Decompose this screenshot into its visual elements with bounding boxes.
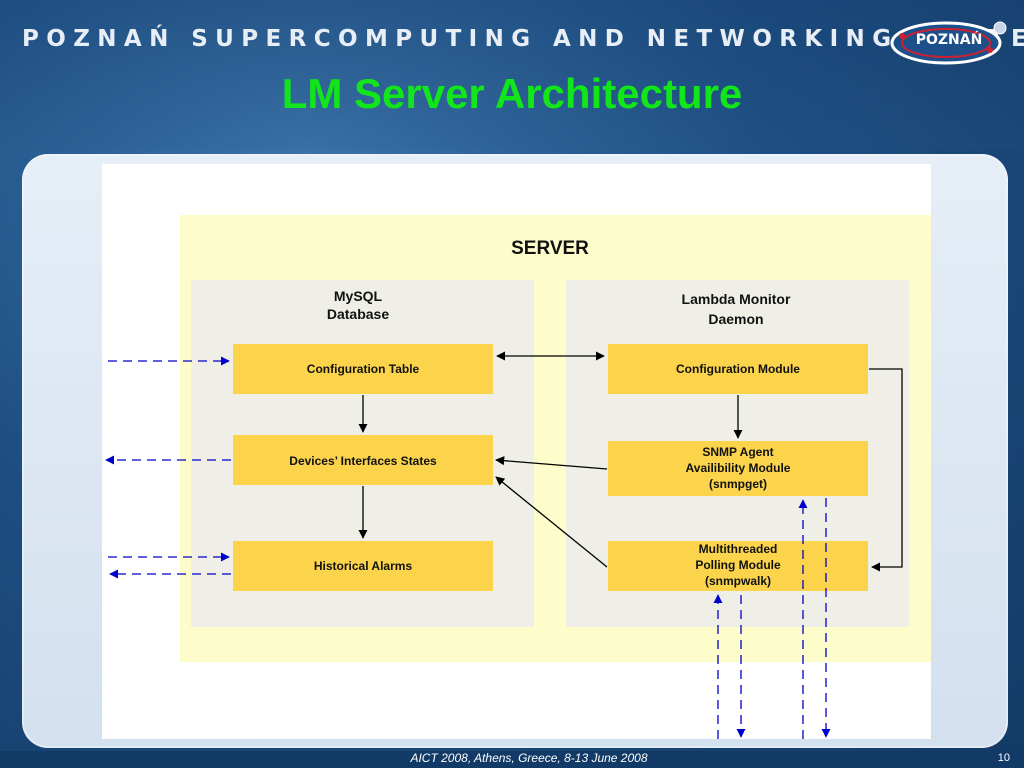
slide-title: LM Server Architecture xyxy=(281,70,743,117)
config-table-label: Configuration Table xyxy=(307,362,420,376)
database-title-line1: MySQL xyxy=(334,288,383,304)
historical-alarms-box xyxy=(233,541,493,591)
polling-module-box xyxy=(608,541,868,591)
arrow-config-module-to-polling xyxy=(869,368,903,572)
footer-bar xyxy=(0,751,1024,768)
config-module-box xyxy=(608,344,868,394)
snmp-agent-line2: Availibility Module xyxy=(686,461,791,475)
config-module-label: Configuration Module xyxy=(676,362,800,376)
polling-module-line2: Polling Module xyxy=(695,558,781,572)
database-title-line2: Database xyxy=(327,306,389,322)
institute-logo: POZNAŃ xyxy=(888,18,1010,68)
historical-alarms-label: Historical Alarms xyxy=(314,559,413,573)
header-band xyxy=(0,0,1024,150)
logo-text: POZNAŃ xyxy=(915,32,983,48)
footer-text: AICT 2008, Athens, Greece, 8-13 June 200… xyxy=(410,751,648,765)
architecture-diagram: SERVER MySQL Database Lambda Monitor Dae… xyxy=(105,215,931,739)
polling-module-line1: Multithreaded xyxy=(699,542,778,556)
arrow-polling-to-states xyxy=(495,476,608,568)
daemon-title-line1: Lambda Monitor xyxy=(682,291,791,307)
interfaces-states-box xyxy=(233,435,493,485)
organization-name: POZNAŃ SUPERCOMPUTING AND NETWORKING CEN… xyxy=(22,26,1024,52)
diagram-canvas: SERVER MySQL Database Lambda Monitor Dae… xyxy=(102,164,931,739)
config-table-box xyxy=(233,344,493,394)
snmp-agent-line1: SNMP Agent xyxy=(702,445,773,459)
logo-emblem xyxy=(890,21,1007,65)
snmp-agent-line3: (snmpget) xyxy=(709,477,767,491)
server-label: SERVER xyxy=(511,238,589,259)
snmp-agent-box xyxy=(608,441,868,496)
polling-module-line3: (snmpwalk) xyxy=(705,574,771,588)
arrow-snmp-to-states xyxy=(495,456,608,470)
daemon-title-line2: Daemon xyxy=(708,311,763,327)
interfaces-states-label: Devices’ Interfaces States xyxy=(289,454,437,468)
page-number: 10 xyxy=(997,752,1010,764)
